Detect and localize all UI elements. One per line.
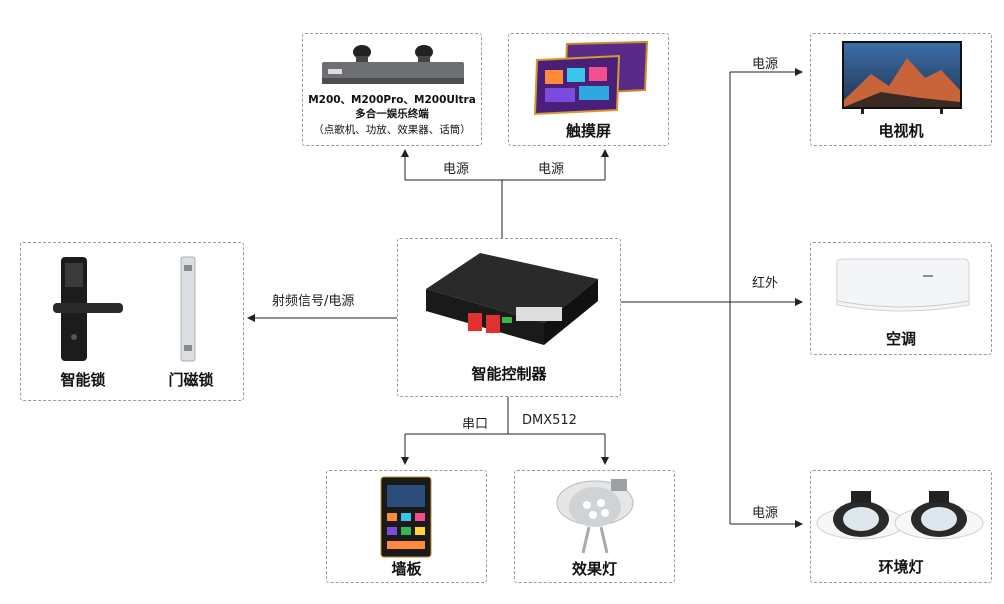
edge-label-power-terminal: 电源 [443, 162, 470, 177]
edge-label-rf-lock: 射频信号/电源 [272, 294, 355, 309]
wall-panel-image [380, 476, 432, 558]
edge-label-ir-ac: 红外 [752, 276, 779, 291]
wall-panel-label: 墙板 [391, 560, 422, 578]
tv-label: 电视机 [878, 122, 924, 140]
magnetic-lock-image [180, 256, 196, 362]
air-conditioner-label: 空调 [885, 330, 916, 348]
node-air-conditioner: 空调 [810, 242, 992, 355]
node-entertainment-terminal: M200、M200Pro、M200Ultra 多合一娱乐终端 （点歌机、功放、效… [302, 33, 482, 146]
node-tv: 电视机 [810, 33, 992, 146]
smart-controller-image [426, 253, 598, 345]
edge-label-serial: 串口 [462, 417, 489, 432]
edge-label-power-tv: 电源 [752, 57, 779, 72]
entertainment-terminal-image [322, 45, 464, 84]
tv-image [842, 41, 962, 114]
edge-label-power-touchscreen: 电源 [538, 162, 565, 177]
touchscreen-label: 触摸屏 [565, 122, 611, 140]
edge-label-dmx: DMX512 [522, 413, 577, 428]
effect-light-label: 效果灯 [571, 560, 617, 578]
edge-label-power-ambient: 电源 [752, 506, 779, 521]
smart-lock-label: 智能锁 [60, 371, 106, 389]
effect-light-image [556, 479, 634, 554]
smart-controller-label: 智能控制器 [471, 365, 547, 383]
ambient-light-image [816, 491, 984, 540]
magnetic-lock-label: 门磁锁 [168, 371, 214, 389]
touchscreen-image [533, 40, 649, 116]
node-touchscreen: 触摸屏 [508, 33, 669, 146]
node-locks: 智能锁 门磁锁 [20, 242, 244, 401]
node-wall-panel: 墙板 [326, 470, 487, 583]
node-effect-light: 效果灯 [514, 470, 675, 583]
node-smart-controller: 智能控制器 [397, 238, 621, 397]
smart-lock-image [53, 257, 123, 361]
terminal-function-label: （点歌机、功放、效果器、话筒） [313, 124, 471, 136]
terminal-model-label: M200、M200Pro、M200Ultra [308, 94, 476, 106]
air-conditioner-image [836, 258, 970, 312]
terminal-type-label: 多合一娱乐终端 [355, 108, 429, 120]
node-ambient-light: 环境灯 [810, 470, 992, 583]
ambient-light-label: 环境灯 [878, 558, 924, 576]
